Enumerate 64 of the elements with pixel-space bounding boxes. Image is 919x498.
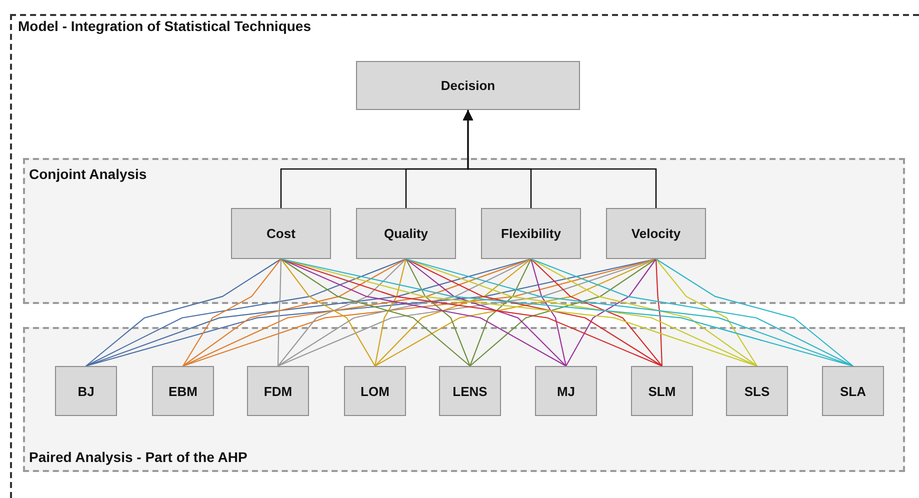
- connector-line: [182, 258, 656, 367]
- connector-line: [656, 258, 758, 366]
- connector-line: [374, 258, 532, 366]
- process-box: [152, 366, 214, 416]
- connector-line: [280, 258, 758, 367]
- model-frame: [10, 14, 919, 498]
- box-label: LOM: [360, 384, 390, 398]
- box-label: EBM: [168, 384, 198, 398]
- process-box: [481, 208, 581, 259]
- band-heading: Paired Analysis - Part of the AHP: [29, 449, 248, 465]
- process-box: [231, 208, 331, 259]
- connector-line: [86, 258, 406, 366]
- box-label: Decision: [440, 78, 496, 93]
- arrow: [462, 110, 657, 208]
- box-label: BJ: [78, 384, 94, 398]
- frame-heading: Model - Integration of Statistical Techniques: [18, 18, 311, 34]
- connector-line: [280, 258, 376, 366]
- box-label: Flexibility: [501, 226, 561, 241]
- connector-line: [406, 258, 471, 366]
- analysis-band: [23, 158, 905, 304]
- process-box: [356, 208, 456, 259]
- box-label: FDM: [264, 384, 292, 398]
- connector-line: [530, 258, 662, 366]
- connector-line: [86, 258, 532, 367]
- connector-line: [182, 258, 406, 366]
- analysis-band: [23, 327, 905, 472]
- connector-line: [182, 258, 282, 366]
- box-label: LENS: [452, 384, 488, 398]
- connector-line: [278, 258, 406, 366]
- connector-line: [182, 258, 532, 366]
- connector-line: [374, 258, 407, 366]
- connector-line: [406, 258, 758, 366]
- connector-line: [280, 258, 854, 367]
- process-box: [344, 366, 406, 416]
- connector-line: [406, 258, 566, 366]
- process-box: [726, 366, 788, 416]
- process-box: [55, 366, 117, 416]
- connector-line: [86, 258, 282, 366]
- box-label: MJ: [556, 384, 576, 398]
- connector-line: [656, 258, 854, 366]
- process-box: [822, 366, 884, 416]
- box-label: SLS: [744, 384, 770, 398]
- band-heading: Conjoint Analysis: [29, 166, 147, 182]
- connector-line: [530, 258, 854, 366]
- box-label: Velocity: [631, 226, 681, 241]
- process-box: [606, 208, 706, 259]
- process-box: [439, 366, 501, 416]
- process-box: [535, 366, 597, 416]
- connector-line: [566, 258, 656, 366]
- connector-line: [470, 258, 656, 366]
- box-label: SLA: [840, 384, 866, 398]
- connector-line: [530, 258, 758, 366]
- box-label: Quality: [384, 226, 428, 241]
- process-box: [631, 366, 693, 416]
- connector-line: [277, 258, 282, 366]
- box-label: Cost: [266, 226, 296, 241]
- process-box: [356, 61, 580, 110]
- connector-line: [655, 258, 663, 366]
- connector-line: [280, 258, 470, 366]
- connector-line: [469, 258, 532, 366]
- box-label: SLM: [648, 384, 676, 398]
- connector-line: [406, 258, 854, 367]
- connector-line: [530, 258, 567, 366]
- process-box: [247, 366, 309, 416]
